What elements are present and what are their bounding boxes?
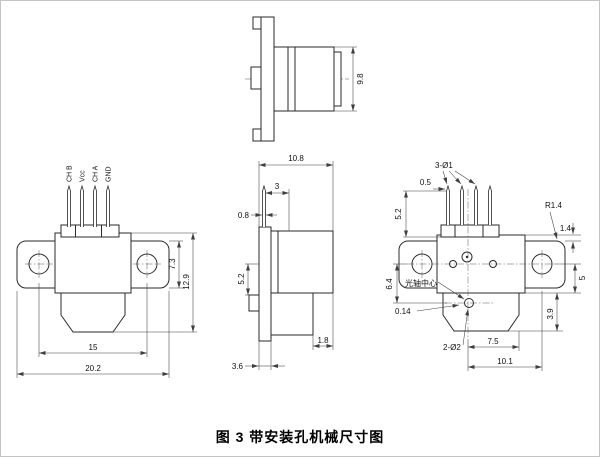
front-overall-height-dim: 12.9 [113,232,197,333]
detail-hole-dist1-text: 7.5 [487,337,499,346]
detail-rivet-left [449,260,457,268]
detail-shaft-hole [464,298,474,308]
detail-pin-offset-dim: 0.5 [420,178,445,191]
detail-index-mark [461,251,473,263]
top-depth-dim: 9.8 [334,46,365,112]
detail-center-drop-dim: 6.4 [385,263,447,304]
top-depth-dim-text: 9.8 [356,73,365,85]
top-view-outline [250,16,342,142]
detail-lower-height-text: 3.9 [546,308,555,320]
pin-label-chb: CH B [67,165,74,182]
top-view: 9.8 [245,16,365,142]
pin-chb [67,184,71,227]
detail-edge-margin-dim: 1.4 [525,223,581,253]
front-hole-spacing-text: 15 [89,343,98,352]
pin-gnd [106,184,110,227]
front-view: CH B Vcc CH A GND 7.3 12.9 15 20.2 [16,165,197,378]
optical-center-text: 光轴中心 [405,278,437,288]
detail-pin-length-text: 5.2 [394,208,403,220]
side-pin-thickness-dim: 0.8 [238,211,277,220]
detail-hole-dist2-dim: 10.1 [467,291,543,371]
detail-pin-length-dim: 5.2 [394,190,446,238]
detail-view-outline [398,224,566,332]
detail-optical-center-label: 光轴中心 [405,278,465,300]
detail-corner-radius-text: R1.4 [545,201,562,210]
pin-vcc [80,184,84,227]
side-view: 10.8 3 0.8 5.2 1.8 [232,154,334,371]
pin-cha [93,184,97,227]
side-pin [262,184,266,227]
detail-lower-height-dim: 3.9 [508,293,563,332]
front-flange-height-dim: 7.3 [168,240,183,289]
side-depth-dim: 10.8 [258,154,334,231]
side-pin-setback-dim: 3 [265,182,290,231]
detail-center-offset-dim: 0.14 [395,303,460,316]
detail-view: 3-Ø1 0.5 5.2 6.4 0.14 R1.4 [385,161,587,371]
detail-rivet-right [489,260,497,268]
detail-pin-4 [488,184,492,225]
front-mount-holes [25,250,161,278]
side-boss-drop-dim: 5.2 [237,263,259,296]
detail-center-drop-text: 6.4 [385,278,394,290]
detail-shaft-holes-text: 2-Ø2 [443,343,461,352]
front-flange-height-text: 7.3 [168,258,177,270]
detail-pins [446,184,492,225]
side-boss-drop-text: 5.2 [237,273,246,285]
detail-side-drop-text: 5 [578,275,587,280]
detail-index-dot [465,255,469,259]
detail-pin-holes-text: 3-Ø1 [435,161,453,170]
side-flange-thickness-text: 3.6 [232,362,244,371]
side-pin-thickness-text: 0.8 [238,211,250,220]
side-flange-thickness-dim: 3.6 [232,341,285,371]
figure-caption: 图 3 带安装孔机械尺寸图 [215,429,385,445]
pin-label-cha: CH A [93,165,100,182]
detail-shaft-holes-callout: 2-Ø2 [443,308,470,352]
detail-pin-1 [446,184,450,225]
front-overall-width-dim: 20.2 [16,291,170,378]
detail-pin-3 [474,184,478,225]
side-step-dim: 1.8 [312,293,334,350]
detail-hole-left [411,253,433,275]
detail-hole-right [531,253,553,275]
detail-corner-radius-callout: R1.4 [545,201,562,240]
detail-pin-holes-callout: 3-Ø1 [435,161,476,185]
side-pin-setback-text: 3 [275,182,280,191]
front-hole-left [28,253,50,275]
front-hole-right [136,253,158,275]
pin-label-gnd: GND [106,166,113,182]
pin-label-vcc: Vcc [80,170,87,182]
front-pins: CH B Vcc CH A GND [67,165,113,227]
detail-pin-2 [460,184,464,225]
detail-center-offset-text: 0.14 [395,307,411,316]
side-step-text: 1.8 [317,336,329,345]
front-overall-width-text: 20.2 [85,364,101,373]
front-view-outline [16,224,170,333]
detail-hole-dist2-text: 10.1 [497,357,513,366]
detail-pin-offset-text: 0.5 [420,178,432,187]
front-overall-height-text: 12.9 [182,274,191,290]
detail-hole-dist1-dim: 7.5 [467,331,520,351]
detail-holes [411,251,553,308]
front-hole-spacing-dim: 15 [38,283,148,357]
side-view-outline [248,184,334,342]
side-depth-text: 10.8 [288,154,304,163]
detail-edge-margin-text: 1.4 [560,224,572,233]
detail-side-drop-dim: 5 [525,263,587,294]
